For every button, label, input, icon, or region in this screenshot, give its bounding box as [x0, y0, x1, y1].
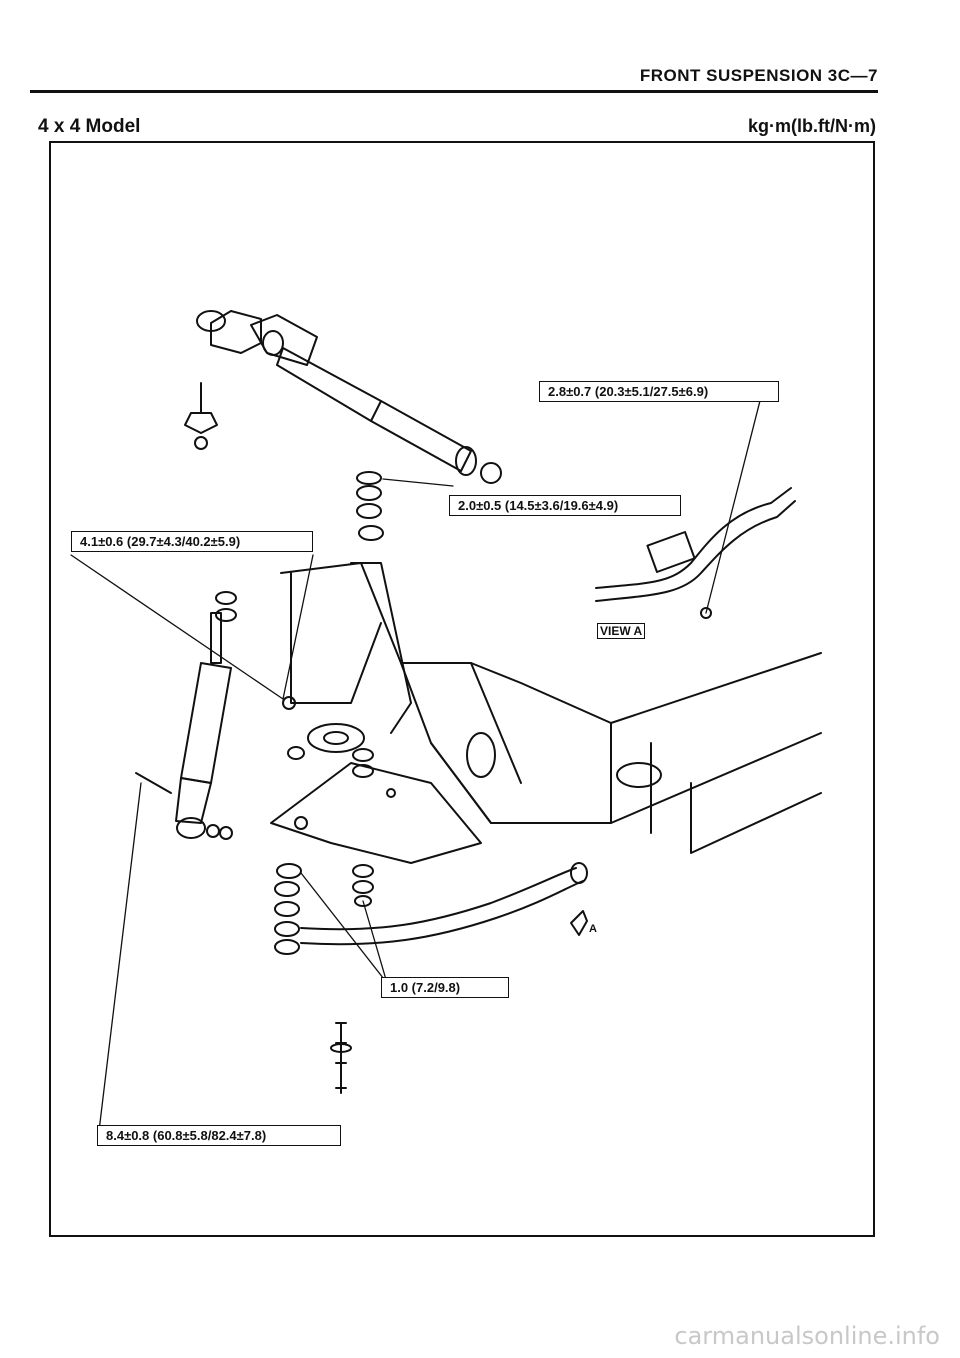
arrow-a-letter: A	[589, 923, 597, 935]
suspension-diagram: 2.8±0.7 (20.3±5.1/27.5±6.9) 2.0±0.5 (14.…	[49, 141, 875, 1237]
watermark: carmanualsonline.info	[674, 1322, 940, 1350]
torque-stabilizer-bracket: 2.0±0.5 (14.5±3.6/19.6±4.9)	[449, 495, 681, 516]
lower-arm	[270, 762, 482, 864]
view-arrow	[570, 910, 588, 936]
torque-shock-upper: 4.1±0.6 (29.7±4.3/40.2±5.9)	[71, 531, 313, 552]
leader-lines	[70, 384, 765, 1132]
page-header: FRONT SUSPENSION 3C—7	[639, 66, 878, 85]
torque-shock-lower: 8.4±0.8 (60.8±5.8/82.4±7.8)	[97, 1125, 341, 1146]
bushing-stack-upper	[356, 471, 384, 541]
stabilizer-bar-lower	[300, 862, 588, 946]
view-a-label: VIEW A	[597, 623, 646, 639]
shock-upper-mount	[215, 591, 365, 760]
section-title: 4 x 4 Model	[38, 116, 141, 137]
shock-absorber	[135, 612, 233, 840]
bushing-stack-lower-right	[352, 748, 374, 907]
torque-stabilizer-clamp: 2.8±0.7 (20.3±5.1/27.5±6.9)	[539, 381, 779, 402]
torque-link-nut: 1.0 (7.2/9.8)	[381, 977, 509, 998]
stabilizer-bar-upper	[595, 487, 796, 619]
diagram-drawing	[70, 310, 822, 1132]
drive-shaft-assembly	[184, 310, 502, 484]
header-rule	[30, 90, 878, 93]
frame-rail	[280, 562, 822, 854]
units-label: kg·m(lb.ft/N·m)	[748, 116, 876, 136]
link-bolt	[330, 1022, 352, 1094]
bushing-stack-lower-left	[274, 863, 302, 955]
